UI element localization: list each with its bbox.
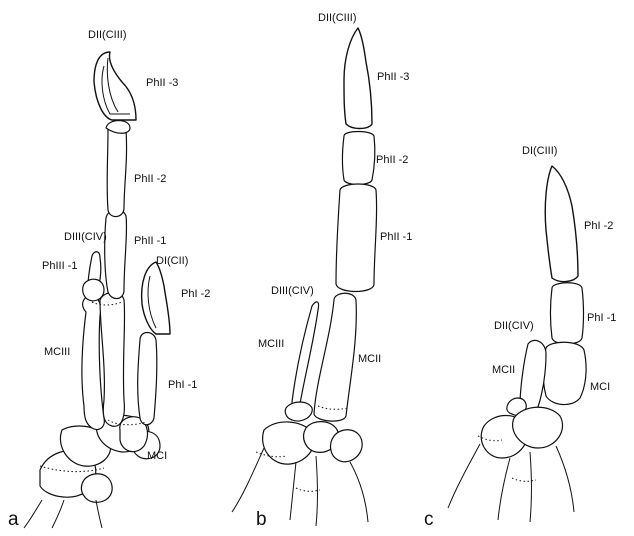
b-mciii xyxy=(292,302,319,408)
c-phi-2-claw xyxy=(545,166,578,282)
b-carpal-1 xyxy=(285,402,312,421)
label-b-dii-ciii: DII(CIII) xyxy=(318,13,357,24)
c-forearm-line-4 xyxy=(556,446,574,512)
label-c-dii-civ: DII(CIV) xyxy=(494,321,534,332)
label-c-phi-2: PhI -2 xyxy=(584,221,613,232)
label-a-phi-2: PhI -2 xyxy=(181,289,210,300)
c-mci xyxy=(543,342,586,404)
b-mcii xyxy=(314,293,356,421)
label-c-phi-1: PhI -1 xyxy=(587,313,616,324)
label-b-diii-civ: DIII(CIV) xyxy=(271,286,314,297)
label-b-mcii: MCII xyxy=(358,354,381,365)
b-dots-2 xyxy=(296,488,320,491)
panel-label-a: a xyxy=(8,510,19,529)
a-forearm-line-3 xyxy=(96,500,102,528)
b-phii-2 xyxy=(343,132,375,185)
label-a-phii-2: PhII -2 xyxy=(134,174,166,185)
b-phii-3-claw xyxy=(344,28,372,129)
a-phii-2 xyxy=(107,122,126,217)
label-a-diii-civ: DIII(CIV) xyxy=(64,232,107,243)
b-forearm-line-2 xyxy=(290,462,296,520)
label-a-mci: MCI xyxy=(147,451,167,462)
label-a-phii-3: PhII -3 xyxy=(146,78,178,89)
b-phii-1 xyxy=(336,184,377,292)
drawing-b xyxy=(232,28,377,526)
label-c-di-ciii: DI(CIII) xyxy=(522,146,557,157)
label-b-phii-1: PhII -1 xyxy=(380,232,412,243)
b-forearm-line-1 xyxy=(232,448,264,512)
panel-label-b: b xyxy=(256,510,267,529)
a-mcii xyxy=(100,293,125,427)
label-a-mciii: MCIII xyxy=(44,347,70,358)
a-forearm-line-2 xyxy=(52,500,64,528)
a-phiii-base xyxy=(83,279,104,301)
a-forearm-line-1 xyxy=(24,500,42,528)
label-a-phiii-1: PhIII -1 xyxy=(42,261,77,272)
a-phi-1 xyxy=(138,333,157,425)
a-phi-2-claw xyxy=(142,262,170,334)
label-b-mciii: MCIII xyxy=(258,339,284,350)
label-a-phi-1: PhI -1 xyxy=(168,380,197,391)
c-forearm-line-3 xyxy=(530,452,532,522)
c-phi-1 xyxy=(551,283,584,344)
panel-label-c: c xyxy=(424,510,434,529)
label-b-phii-3: PhII -3 xyxy=(377,72,409,83)
label-c-mci: MCI xyxy=(590,382,610,393)
c-forearm-line-2 xyxy=(498,458,510,520)
label-c-mcii: MCII xyxy=(492,365,515,376)
a-phii-3-claw xyxy=(94,52,136,120)
label-b-phii-2: PhII -2 xyxy=(376,155,408,166)
drawing-c xyxy=(448,166,586,522)
a-phii-1 xyxy=(105,209,127,298)
b-forearm-line-4 xyxy=(350,462,368,522)
label-a-dii-ciii: DII(CIII) xyxy=(88,30,127,41)
label-a-di-cii: DI(CII) xyxy=(156,256,188,267)
c-dots-2 xyxy=(512,478,536,481)
c-forearm-line-1 xyxy=(448,444,480,508)
label-a-phii-1: PhII -1 xyxy=(134,236,166,247)
a-carpal-3 xyxy=(81,474,112,503)
b-carpal-4 xyxy=(331,430,363,462)
